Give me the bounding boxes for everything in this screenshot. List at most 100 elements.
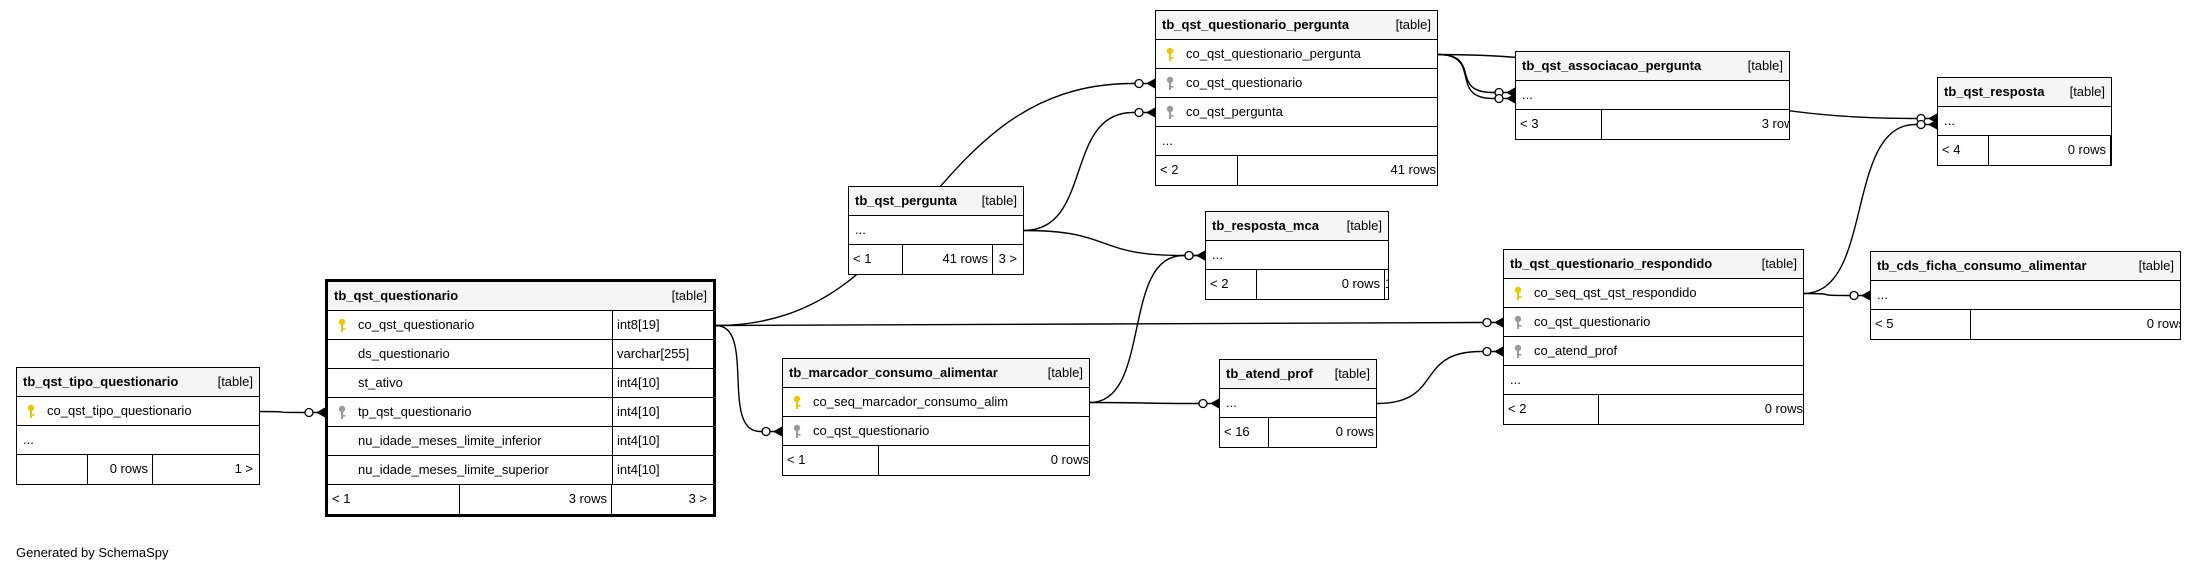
edge-questionario-to-respondido bbox=[715, 317, 1503, 328]
table-name: tb_marcador_consumo_alimentar bbox=[789, 365, 998, 380]
foreign-key-icon bbox=[793, 424, 801, 438]
column-row[interactable]: co_qst_questionario bbox=[1504, 308, 1803, 337]
column-row[interactable]: co_qst_questionario_pergunta bbox=[1156, 40, 1437, 69]
more-columns-row[interactable]: ... bbox=[1220, 389, 1376, 418]
more-columns-row[interactable]: ... bbox=[1504, 366, 1803, 395]
column-row[interactable]: nu_idade_meses_limite_superior int4[10] bbox=[328, 456, 713, 485]
parents-count[interactable]: < 3 bbox=[1520, 116, 1539, 131]
column-row[interactable]: co_qst_tipo_questionario bbox=[17, 397, 259, 426]
more-columns-row[interactable]: ... bbox=[1206, 241, 1388, 270]
children-count[interactable]: 3 > bbox=[611, 485, 713, 514]
foreign-key-icon bbox=[1514, 315, 1522, 329]
primary-key-icon bbox=[1514, 286, 1522, 300]
table-type-label: [table] bbox=[671, 288, 707, 303]
column-row[interactable]: co_seq_qst_qst_respondido bbox=[1504, 279, 1803, 308]
more-columns-row[interactable]: ... bbox=[1156, 127, 1437, 156]
column-name: ds_questionario bbox=[358, 346, 450, 361]
column-name: tp_qst_questionario bbox=[358, 404, 472, 419]
table-tb-qst-questionario[interactable]: tb_qst_questionario[table]co_qst_questio… bbox=[325, 279, 716, 517]
table-name: tb_qst_tipo_questionario bbox=[23, 374, 179, 389]
column-name: co_qst_questionario_pergunta bbox=[1186, 46, 1361, 61]
row-count: 3 rows bbox=[459, 485, 611, 514]
more-columns-row[interactable]: ... bbox=[1516, 81, 1789, 110]
foreign-key-icon bbox=[1166, 76, 1174, 90]
column-type: int4[10] bbox=[612, 427, 713, 455]
table-type-label: [table] bbox=[1047, 365, 1083, 380]
column-row[interactable]: co_qst_questionario bbox=[783, 417, 1089, 446]
column-name: co_qst_questionario bbox=[1186, 75, 1303, 90]
table-tb-marcador-consumo-alimentar[interactable]: tb_marcador_consumo_alimentar [table] co_s… bbox=[782, 358, 1090, 476]
column-row[interactable]: co_atend_prof bbox=[1504, 337, 1803, 366]
table-header: tb_qst_questionario_respondido[table] bbox=[1504, 250, 1803, 279]
edge-marcador-to-atend bbox=[1089, 398, 1219, 409]
primary-key-icon bbox=[793, 395, 801, 409]
more-columns-row[interactable]: ... bbox=[1871, 281, 2180, 310]
column-row[interactable]: ds_questionario varchar[255] bbox=[328, 340, 713, 369]
parents-count[interactable]: < 1 bbox=[853, 251, 872, 266]
generated-by-credit: Generated by SchemaSpy bbox=[16, 545, 169, 560]
children-count[interactable]: 3 > bbox=[992, 245, 1023, 274]
row-count: 0 rows bbox=[1970, 310, 2180, 339]
primary-key-icon bbox=[338, 318, 346, 332]
parents-count[interactable]: < 1 bbox=[787, 452, 806, 467]
table-tb-atend-prof[interactable]: tb_atend_prof[table]...< 160 rows42 > bbox=[1219, 359, 1377, 448]
table-type-label: [table] bbox=[981, 193, 1017, 208]
parents-count[interactable]: < 4 bbox=[1942, 142, 1961, 157]
table-header: tb_marcador_consumo_alimentar [table] bbox=[783, 359, 1089, 388]
parents-count[interactable]: < 2 bbox=[1210, 276, 1229, 291]
parents-count[interactable]: < 2 bbox=[1508, 401, 1527, 416]
children-count[interactable]: 1 > bbox=[152, 455, 259, 484]
column-name: nu_idade_meses_limite_superior bbox=[358, 462, 549, 477]
parents-count[interactable]: < 5 bbox=[1875, 316, 1894, 331]
children-count[interactable]: 1 > bbox=[2110, 136, 2111, 165]
row-count: 0 rows bbox=[1256, 270, 1384, 299]
more-columns-row[interactable]: ... bbox=[1938, 107, 2111, 136]
column-name: co_qst_questionario bbox=[1534, 314, 1651, 329]
edge-atend-to-respondido bbox=[1376, 346, 1503, 405]
parents-count[interactable]: < 1 bbox=[332, 491, 351, 506]
table-tb-qst-tipo-questionario[interactable]: tb_qst_tipo_questionario[table]co_qst_ti… bbox=[16, 367, 260, 485]
table-header: tb_qst_questionario[table] bbox=[328, 282, 713, 311]
table-type-label: [table] bbox=[2138, 258, 2174, 273]
table-tb-cds-ficha-consumo-alimentar[interactable]: tb_cds_ficha_consumo_alimentar [table]...… bbox=[1870, 251, 2181, 340]
more-columns-row[interactable]: ... bbox=[17, 426, 259, 455]
row-count: 0 rows bbox=[1268, 418, 1376, 447]
table-tb-qst-questionario-respondido[interactable]: tb_qst_questionario_respondido[table]co_… bbox=[1503, 249, 1804, 425]
column-row[interactable]: co_qst_pergunta bbox=[1156, 98, 1437, 127]
parents-count[interactable]: < 16 bbox=[1224, 424, 1250, 439]
table-header: tb_qst_questionario_pergunta[table] bbox=[1156, 11, 1437, 40]
table-header: tb_qst_pergunta[table] bbox=[849, 187, 1023, 216]
column-row[interactable]: co_seq_marcador_consumo_alim bbox=[783, 388, 1089, 417]
column-name: co_qst_tipo_questionario bbox=[47, 403, 192, 418]
column-type: int4[10] bbox=[612, 369, 713, 397]
column-row[interactable]: co_qst_questionario bbox=[1156, 69, 1437, 98]
edge-qst-perg-to-assoc-a bbox=[1437, 53, 1515, 98]
column-name: co_qst_questionario bbox=[813, 423, 930, 438]
row-count: 3 rows bbox=[1601, 110, 1789, 139]
more-columns-row[interactable]: ... bbox=[849, 216, 1023, 245]
table-name: tb_resposta_mca bbox=[1212, 218, 1319, 233]
table-name: tb_cds_ficha_consumo_alimentar bbox=[1877, 258, 2087, 273]
row-count: 41 rows bbox=[902, 245, 992, 274]
row-count: 41 rows bbox=[1237, 156, 1437, 185]
column-type: varchar[255] bbox=[612, 340, 713, 368]
table-name: tb_qst_associacao_pergunta bbox=[1522, 58, 1702, 73]
parents-count[interactable]: < 2 bbox=[1160, 162, 1179, 177]
column-type: int4[10] bbox=[612, 456, 713, 484]
children-count[interactable]: 1 > bbox=[1384, 270, 1388, 299]
edge-marcador-to-mca bbox=[1089, 250, 1205, 404]
table-tb-qst-questionario-pergunta[interactable]: tb_qst_questionario_pergunta[table] co_qs… bbox=[1155, 10, 1438, 186]
edge-questionario-to-marcador bbox=[715, 324, 782, 437]
